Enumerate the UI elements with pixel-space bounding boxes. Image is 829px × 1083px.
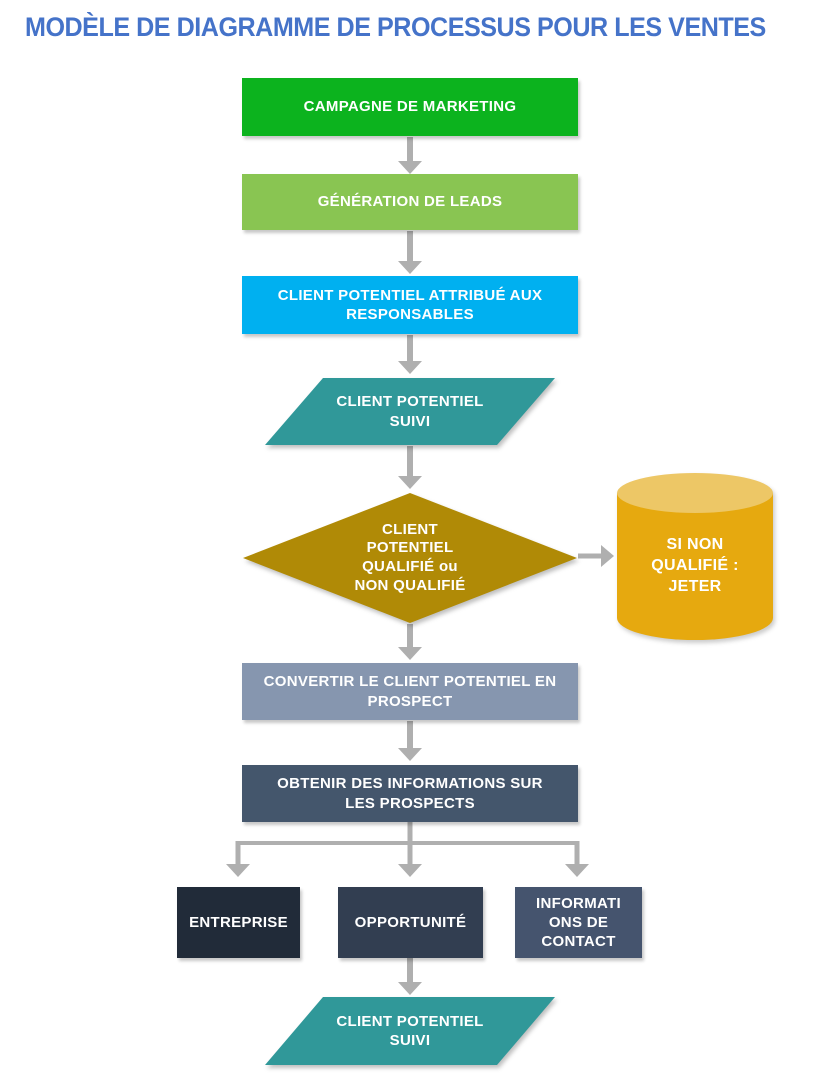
node-label-line: CONVERTIR LE CLIENT POTENTIEL EN — [263, 673, 557, 691]
diamond-shape: CLIENT POTENTIEL QUALIFIÉ ou NON QUALIFI… — [243, 493, 577, 623]
node-generation-de-leads: GÉNÉRATION DE LEADS — [242, 174, 578, 230]
node-label-line: QUALIFIÉ ou — [362, 558, 458, 575]
cylinder-top — [617, 473, 773, 513]
parallelogram-shape: CLIENT POTENTIEL SUIVI — [265, 997, 555, 1065]
node-convertir-en-prospect: CONVERTIR LE CLIENT POTENTIEL EN PROSPEC… — [242, 663, 578, 720]
node-si-non-qualifie-jeter: SI NON QUALIFIÉ : JETER — [617, 473, 773, 640]
arrow-leads-to-attribue — [398, 231, 422, 274]
node-label-line: LES PROSPECTS — [345, 794, 475, 812]
node-opportunite: OPPORTUNITÉ — [338, 887, 483, 958]
node-label-line: OBTENIR DES INFORMATIONS SUR — [277, 775, 543, 793]
arrow-convertir-to-obtenir — [398, 721, 422, 761]
node-label-line: CONTACT — [541, 933, 616, 951]
node-label: ENTREPRISE — [189, 913, 288, 931]
arrow-marketing-to-leads — [398, 137, 422, 174]
arrow-qualification-to-convertir — [398, 624, 422, 660]
arrow-suivi1-to-qualification — [398, 446, 422, 489]
node-label-line: CLIENT POTENTIEL — [336, 1012, 484, 1030]
node-label-line: CLIENT — [382, 520, 438, 538]
node-label: OPPORTUNITÉ — [354, 913, 467, 931]
parallelogram-shape: CLIENT POTENTIEL SUIVI — [265, 378, 555, 445]
arrow-attribue-to-suivi1 — [398, 335, 422, 374]
node-label-line: RESPONSABLES — [346, 306, 474, 323]
node-client-potentiel-suivi-1: CLIENT POTENTIEL SUIVI — [265, 378, 555, 445]
node-label-line: SI NON — [666, 536, 724, 554]
node-client-potentiel-suivi-2: CLIENT POTENTIEL SUIVI — [265, 997, 555, 1065]
node-informations-de-contact: INFORMATI ONS DE CONTACT — [515, 887, 642, 958]
node-entreprise: ENTREPRISE — [177, 887, 300, 958]
cylinder-label: SI NON QUALIFIÉ : JETER — [617, 493, 773, 640]
branch-obtenir-to-children — [226, 822, 589, 877]
node-campagne-de-marketing: CAMPAGNE DE MARKETING — [242, 78, 578, 136]
node-label-line: POTENTIEL — [366, 539, 454, 557]
node-label-line: SUIVI — [389, 1032, 431, 1049]
node-label: GÉNÉRATION DE LEADS — [317, 193, 503, 211]
node-label-line: CLIENT POTENTIEL — [336, 393, 484, 410]
node-label-line: INFORMATI — [536, 894, 621, 912]
arrow-opportunite-to-suivi2 — [398, 958, 422, 995]
node-obtenir-informations-prospects: OBTENIR DES INFORMATIONS SUR LES PROSPEC… — [242, 765, 578, 822]
node-label-line: SUIVI — [389, 412, 431, 430]
node-label-line: ONS DE — [548, 913, 609, 931]
node-label-line: JETER — [668, 577, 722, 595]
node-client-potentiel-attribue: CLIENT POTENTIEL ATTRIBUÉ AUX RESPONSABL… — [242, 276, 578, 334]
node-label-line: PROSPECT — [367, 692, 453, 710]
page-title: MODÈLE DE DIAGRAMME DE PROCESSUS POUR LE… — [25, 12, 766, 42]
arrow-qualification-to-jeter — [578, 545, 614, 567]
node-label-line: NON QUALIFIÉ — [354, 576, 466, 594]
cylinder-body — [617, 493, 773, 640]
node-label: CAMPAGNE DE MARKETING — [303, 98, 517, 116]
node-qualification-decision: CLIENT POTENTIEL QUALIFIÉ ou NON QUALIFI… — [243, 493, 577, 623]
node-label-line: CLIENT POTENTIEL ATTRIBUÉ AUX — [277, 286, 543, 304]
node-label-line: QUALIFIÉ : — [651, 557, 739, 575]
